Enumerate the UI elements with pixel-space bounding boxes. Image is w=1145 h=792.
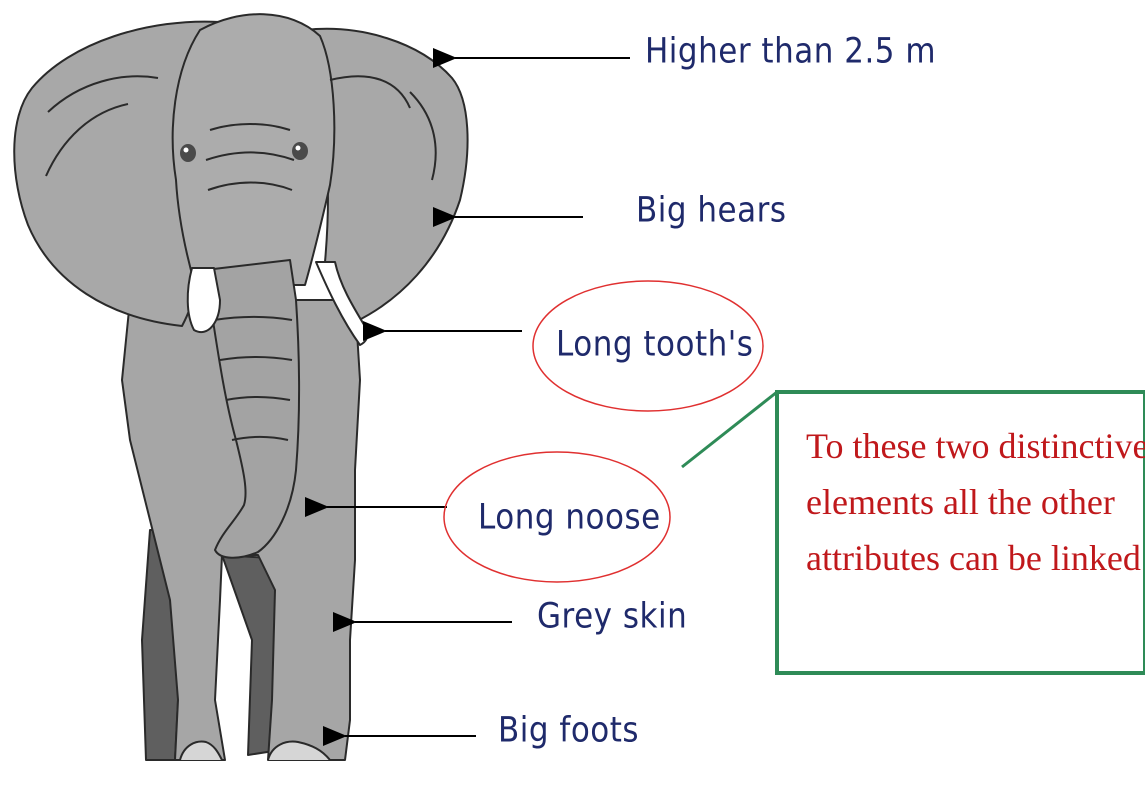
label-tusks: Long tooth's: [556, 324, 753, 364]
label-skin: Grey skin: [537, 596, 687, 636]
label-trunk: Long noose: [478, 497, 661, 537]
callout-connector: [682, 392, 777, 467]
callout-note-line: elements all the other: [806, 474, 1145, 530]
callout-note-line: To these two distinctive: [806, 418, 1145, 474]
callout-note: To these two distinctive elements all th…: [806, 418, 1145, 586]
label-feet: Big foots: [498, 710, 639, 750]
label-height: Higher than 2.5 m: [645, 31, 936, 71]
callout-note-line: attributes can be linked: [806, 530, 1145, 586]
label-ears: Big hears: [636, 190, 787, 230]
elephant-icon: [14, 14, 467, 760]
